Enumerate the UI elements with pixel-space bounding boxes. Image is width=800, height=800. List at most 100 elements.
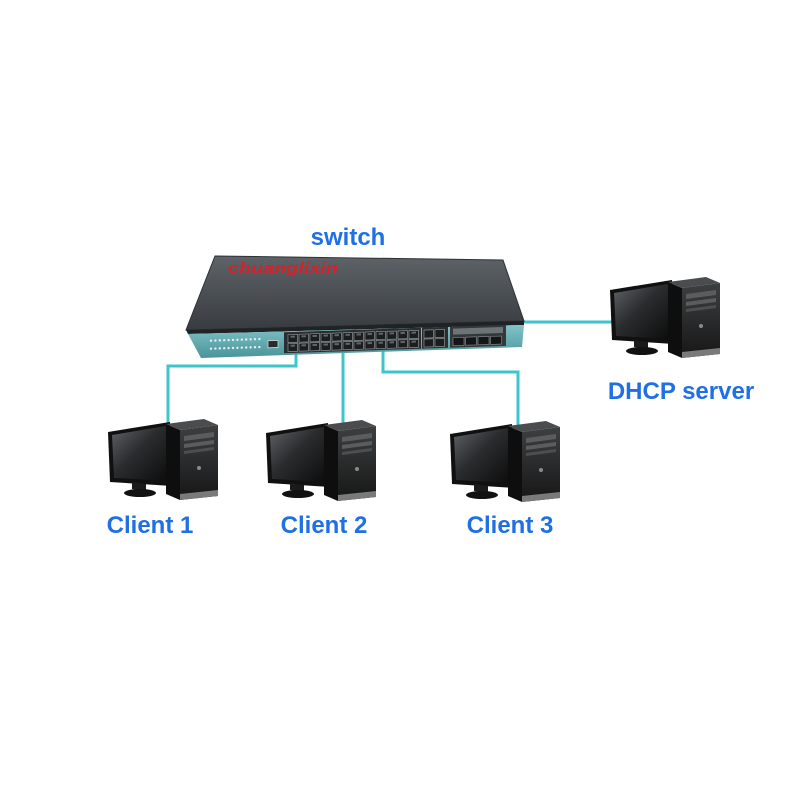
switch-port-contact <box>301 344 306 347</box>
client-2-computer-icon <box>266 420 376 501</box>
switch-port <box>353 340 364 350</box>
switch-port <box>397 330 408 340</box>
link-switch-to-client-1 <box>166 345 298 425</box>
switch-port-contact <box>411 331 416 334</box>
client-1-computer-icon <box>108 419 218 500</box>
switch-port-contact <box>334 334 339 337</box>
switch-port <box>423 338 434 348</box>
switch-led <box>231 338 235 342</box>
switch-port-contact <box>312 334 317 337</box>
switch-led <box>258 345 261 349</box>
switch-port-contact <box>334 343 339 346</box>
switch-port <box>287 333 298 343</box>
switch-port-contact <box>367 333 372 336</box>
switch-port <box>386 339 397 349</box>
switch-port <box>375 331 386 340</box>
switch-led <box>231 346 235 350</box>
switch-port-contact <box>356 342 361 345</box>
switch-port <box>364 340 375 350</box>
switch-led <box>209 347 213 350</box>
switch-led <box>223 339 226 342</box>
switch-led <box>214 339 217 342</box>
switch-port-contact <box>411 340 416 343</box>
switch-port <box>298 342 309 352</box>
switch-led <box>214 347 217 350</box>
dhcp-server-label: DHCP server <box>608 378 754 405</box>
switch-led <box>227 338 230 342</box>
switch-port <box>434 338 445 348</box>
switch-port-contact <box>389 332 394 335</box>
switch-led <box>240 338 244 341</box>
client-3-computer-icon <box>450 421 560 502</box>
switch-led <box>249 338 252 341</box>
switch-led <box>253 338 257 341</box>
switch-port-contact <box>301 335 306 338</box>
switch-led <box>253 346 257 349</box>
switch-port-contact <box>323 334 328 337</box>
switch-port <box>364 331 375 341</box>
switch-led <box>218 339 222 342</box>
client-1-label: Client 1 <box>107 512 194 539</box>
switch-port-contact <box>400 340 405 344</box>
switch-led <box>258 337 261 341</box>
switch-brand-logo: chuanglixin <box>228 260 338 277</box>
switch-port-contact <box>378 341 383 344</box>
client-3-label: Client 3 <box>467 512 554 539</box>
console-port <box>267 340 279 349</box>
switch-led <box>218 347 222 350</box>
switch-port-contact <box>345 333 350 336</box>
switch-port <box>408 338 419 348</box>
switch-led <box>236 346 239 349</box>
switch-port <box>298 333 309 343</box>
switch-front-details <box>209 324 506 354</box>
switch-port <box>386 330 397 340</box>
switch-port <box>342 332 353 342</box>
switch-port <box>423 329 434 339</box>
switch-port <box>309 333 320 343</box>
switch-port <box>353 331 364 341</box>
switch-label: switch <box>311 224 386 251</box>
switch-port-contact <box>367 342 372 345</box>
switch-port-contact <box>356 333 361 336</box>
switch-port <box>375 340 386 349</box>
switch-port-contact <box>312 343 317 346</box>
switch-port <box>408 329 419 339</box>
switch-led <box>236 338 239 341</box>
switch-port-contact <box>323 343 328 346</box>
switch-port-contact <box>378 332 383 335</box>
switch-port <box>342 341 353 351</box>
switch-port <box>331 341 342 351</box>
links <box>166 320 612 425</box>
switch-port-contact <box>400 331 405 335</box>
switch-port-contact <box>345 342 350 345</box>
sfp-slot <box>490 335 502 345</box>
dhcp-server-computer-icon <box>610 277 720 358</box>
switch-led <box>245 338 248 341</box>
switch-port <box>309 342 320 352</box>
switch-port <box>287 342 298 352</box>
switch-led <box>245 346 248 349</box>
sfp-label-strip <box>453 326 503 335</box>
switch-front-lip <box>186 321 524 334</box>
switch-led <box>209 339 213 342</box>
client-2-label: Client 2 <box>281 512 368 539</box>
switch-port-contact <box>389 341 394 344</box>
switch-port <box>331 332 342 342</box>
switch-led <box>227 346 230 350</box>
switch-port <box>397 339 408 349</box>
network-switch-icon: chuanglixin <box>185 255 525 358</box>
switch-port-contact <box>290 335 295 338</box>
link-switch-to-client-3 <box>381 345 520 425</box>
switch-led <box>240 346 244 349</box>
switch-led <box>249 346 252 349</box>
switch-port-contact <box>290 344 295 347</box>
switch-port <box>434 329 445 339</box>
switch-led-panel <box>209 337 261 350</box>
switch-ports <box>287 329 502 352</box>
switch-led <box>223 347 226 350</box>
sfp-slot <box>477 336 490 346</box>
switch-port <box>320 332 331 342</box>
sfp-slot <box>465 336 477 346</box>
